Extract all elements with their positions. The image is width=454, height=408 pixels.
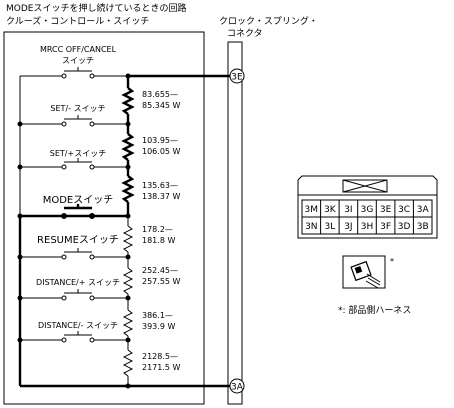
switch-distance-plus-label: DISTANCE/+ スイッチ [36, 278, 120, 287]
pin-label: 3M [305, 205, 319, 215]
switch-mrcc-label-1: MRCC OFF/CANCEL [40, 45, 117, 54]
junction-dot [125, 213, 131, 219]
resistor-3-value-1: 135.63— [142, 181, 178, 190]
junction-dot [125, 383, 131, 389]
pin-label: 3H [361, 222, 374, 232]
switch-mode-pressed [20, 204, 128, 219]
junction-dot [125, 73, 131, 79]
junction-dot [125, 295, 131, 301]
resistor-5-value-1: 252.45— [142, 266, 178, 275]
resistor-5-value-2: 257.55 W [142, 277, 181, 286]
terminal-3a: 3A [229, 378, 245, 394]
junction-dot [125, 337, 131, 343]
junction-dot [17, 295, 23, 301]
switch-set-plus-label: SET/+スイッチ [50, 149, 106, 158]
switch-resume [20, 248, 128, 260]
resistor-5 [122, 267, 134, 295]
pin-label: 3J [344, 222, 352, 232]
resistor-2 [121, 133, 135, 161]
pin-label: 3B [417, 222, 429, 232]
switch-housing-box [3, 31, 205, 405]
resistor-4-value-2: 181.8 W [142, 236, 175, 245]
connector-pin-grid [301, 199, 433, 235]
pin-label: 3L [325, 222, 336, 232]
connector-latch [342, 179, 388, 193]
resistor-6-value-2: 393.9 W [142, 322, 175, 331]
junction-dot [17, 254, 23, 260]
switch-distance-minus [20, 331, 128, 343]
resistor-7-value-2: 2171.5 W [142, 363, 181, 372]
switch-section-label: クルーズ・コントロール・スイッチ [6, 15, 149, 27]
switch-mrcc-off-cancel [20, 67, 128, 79]
harness-side-icon [342, 255, 386, 289]
resistor-7 [122, 349, 134, 377]
pin-label: 3I [344, 205, 352, 215]
resistor-7-value-1: 2128.5— [142, 352, 178, 361]
switch-set-minus [20, 115, 128, 127]
switch-resume-label: RESUMEスイッチ [37, 234, 119, 246]
resistor-1 [121, 87, 135, 115]
pin-label: 3E [380, 205, 392, 215]
pin-label: 3G [361, 205, 374, 215]
resistor-6 [122, 309, 134, 337]
connector-pin-labels-row1: 3M 3K 3I 3G 3E 3C 3A [305, 205, 430, 215]
clock-spring-bar [227, 41, 243, 405]
junction-dot [17, 213, 23, 219]
junction-dot [17, 337, 23, 343]
pin-label: 3C [398, 205, 410, 215]
switch-distance-plus [20, 289, 128, 301]
connector-section-label-2: コネクタ [227, 28, 263, 39]
pin-label: 3N [305, 222, 317, 232]
switch-mode-label: MODEスイッチ [43, 194, 114, 206]
connector-pin-labels-row2: 3N 3L 3J 3H 3F 3D 3B [305, 222, 429, 232]
resistor-2-value-1: 103.95— [142, 136, 178, 145]
resistor-1-value-2: 85.345 W [142, 101, 181, 110]
resistor-3-value-2: 138.37 W [142, 192, 181, 201]
terminal-3e-label: 3E [231, 73, 243, 83]
pin-label: 3F [380, 222, 391, 232]
switch-set-minus-label: SET/- スイッチ [50, 104, 105, 113]
pin-label: 3K [324, 205, 337, 215]
resistor-4-value-1: 178.2— [142, 225, 173, 234]
resistor-2-value-2: 106.05 W [142, 147, 181, 156]
switch-distance-minus-label: DISTANCE/- スイッチ [38, 321, 118, 330]
switch-mrcc-label-2: スイッチ [62, 56, 94, 65]
resistor-6-value-1: 386.1— [142, 311, 173, 320]
junction-dot [125, 164, 131, 170]
switch-set-plus [20, 158, 128, 170]
resistor-3 [121, 175, 135, 203]
harness-star: * [390, 257, 394, 266]
resistor-1-value-1: 83.655— [142, 90, 178, 99]
resistor-4 [122, 225, 134, 253]
junction-dot [17, 164, 23, 170]
diagram-title: MODEスイッチを押し続けているときの回路 [6, 2, 186, 14]
pin-label: 3D [398, 222, 411, 232]
connector-section-label-1: クロック・スプリング・ [219, 15, 318, 27]
junction-dot [125, 254, 131, 260]
pin-label: 3A [417, 205, 430, 215]
junction-dot [17, 121, 23, 127]
terminal-3e: 3E [229, 68, 245, 84]
junction-dot [125, 121, 131, 127]
terminal-3a-label: 3A [231, 383, 244, 393]
connector-face [297, 175, 438, 239]
harness-note: *: 部品側ハーネス [338, 304, 411, 316]
